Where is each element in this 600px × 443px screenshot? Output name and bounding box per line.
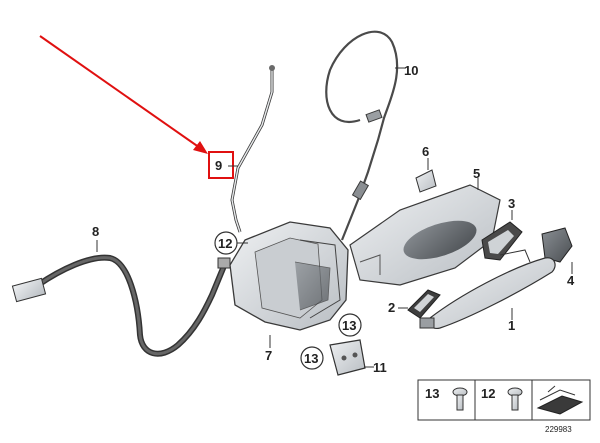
gasket-symbol-icon <box>536 385 584 415</box>
part-8-wiring <box>11 240 231 357</box>
callout-1: 1 <box>508 318 515 333</box>
callout-11: 11 <box>373 360 387 375</box>
highlight-arrow <box>39 35 208 154</box>
callout-10: 10 <box>404 63 418 78</box>
legend-screw-13-label: 13 <box>425 386 439 401</box>
part-5-handle-carrier <box>349 178 501 286</box>
callout-13-lock: 13 <box>338 313 362 337</box>
callout-5: 5 <box>473 166 480 181</box>
part-2-seal <box>407 289 441 319</box>
part-7-door-lock <box>229 221 349 348</box>
callout-7: 7 <box>265 348 272 363</box>
part-10-cable <box>325 30 405 241</box>
part-3-gasket <box>481 210 523 261</box>
screw-13-icon <box>452 387 468 411</box>
part-1-outer-handle <box>419 249 556 329</box>
part-11-bracket <box>329 339 374 376</box>
callout-8: 8 <box>92 224 99 239</box>
callout-3: 3 <box>508 196 515 211</box>
part-6-clip <box>415 158 437 193</box>
part-9-rod <box>230 65 275 233</box>
image-number: 229983 <box>545 425 572 434</box>
svg-text:13: 13 <box>342 318 356 333</box>
callout-2: 2 <box>388 300 395 315</box>
svg-text:12: 12 <box>218 236 232 251</box>
legend-screw-12-label: 12 <box>481 386 495 401</box>
callout-13-bracket: 13 <box>300 346 324 370</box>
svg-text:9: 9 <box>215 158 222 173</box>
callout-9: 9 <box>208 151 238 179</box>
screw-12-icon <box>507 387 523 411</box>
callout-12: 12 <box>214 231 248 255</box>
callout-4: 4 <box>567 273 575 288</box>
callout-6: 6 <box>422 144 429 159</box>
part-4-cap <box>541 227 573 274</box>
svg-text:13: 13 <box>304 351 318 366</box>
fastener-legend: 13 12 <box>417 379 591 421</box>
